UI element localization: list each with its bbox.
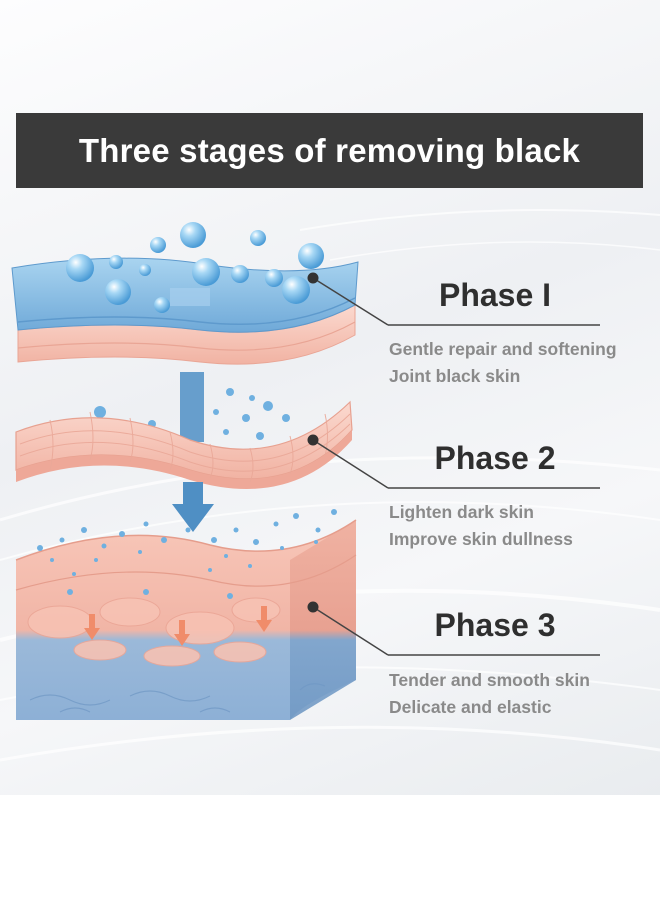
phase-3-description: Tender and smooth skin Delicate and elas… <box>389 667 590 721</box>
phase-2-line-1: Lighten dark skin <box>389 502 534 522</box>
phase-1-bubbles <box>66 222 324 313</box>
arrow-down-2-icon <box>172 482 214 532</box>
phase-1-line-1: Gentle repair and softening <box>389 339 617 359</box>
phase-3-layer <box>15 519 357 720</box>
phase-2-line-2: Improve skin dullness <box>389 529 573 549</box>
phase-3-title: Phase 3 <box>434 607 556 643</box>
phase-2-layer <box>15 400 353 489</box>
phase-1-title: Phase I <box>438 277 552 313</box>
phase-1-layer <box>11 257 359 365</box>
orange-arrows-icon <box>84 606 272 646</box>
phase-2-description: Lighten dark skin Improve skin dullness <box>389 499 573 553</box>
phase-3-particles <box>37 509 337 599</box>
phase-3-line-1: Tender and smooth skin <box>389 670 590 690</box>
arrow-down-1-icon <box>180 372 204 442</box>
leader-lines <box>312 277 600 656</box>
title-banner: Three stages of removing black <box>16 113 643 188</box>
phase-2-title: Phase 2 <box>434 440 556 476</box>
phase-1-description: Gentle repair and softening Joint black … <box>389 336 617 390</box>
phase-3-line-2: Delicate and elastic <box>389 697 552 717</box>
skin-layers-illustration <box>11 222 600 720</box>
phase-1-line-2: Joint black skin <box>389 366 521 386</box>
page-title: Three stages of removing black <box>78 131 581 169</box>
leader-dots <box>307 272 319 613</box>
